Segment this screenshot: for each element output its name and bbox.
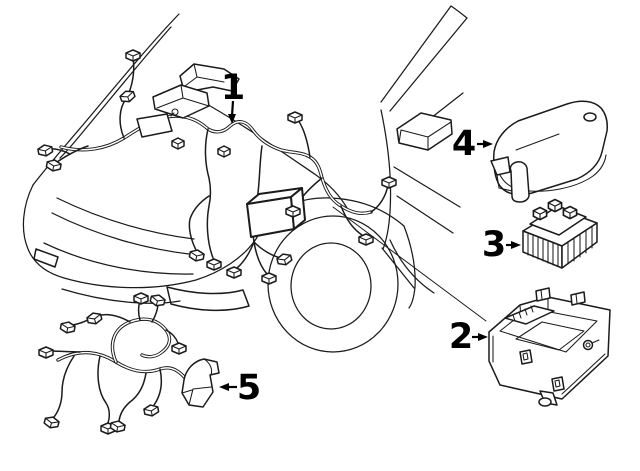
body-aft-wheel (403, 225, 416, 309)
harness-bracket-part5 (181, 358, 220, 408)
connector-icon (125, 49, 141, 62)
callout-4-arrowhead (483, 140, 493, 148)
callout-2[interactable]: 2 (449, 317, 488, 357)
connector-icon (261, 272, 277, 285)
grille-slat-upper (56, 197, 195, 240)
connector-icon (275, 251, 294, 268)
fog-lamp-notch (33, 248, 59, 268)
connector-icon (358, 233, 374, 246)
door-bottom (389, 239, 435, 294)
windshield-edge-1 (380, 5, 452, 103)
door-crease-2 (396, 195, 454, 234)
callout-2-label[interactable]: 2 (449, 317, 473, 357)
callout-1[interactable]: 1 (221, 68, 245, 124)
connector-icon (42, 414, 61, 431)
bumper-outline (22, 184, 264, 289)
callout-3-arrowhead (511, 241, 521, 249)
sub-harness-drawing (38, 292, 220, 435)
connector-icon (133, 292, 149, 305)
bumper-crease (43, 242, 194, 275)
hood-crease (59, 26, 172, 159)
fuse-box-cover-drawing (490, 100, 608, 203)
relay-cube-icon (547, 198, 563, 213)
front-tire (267, 215, 399, 353)
mount-tab (570, 291, 586, 306)
callout-5-label[interactable]: 5 (237, 368, 261, 408)
connector-icon (142, 403, 160, 418)
callout-1-label[interactable]: 1 (221, 68, 245, 108)
bolt-stud (582, 339, 594, 351)
connector-icon (381, 176, 397, 189)
relay-cube-icon (562, 205, 578, 220)
callout-2-arrowhead (478, 333, 488, 341)
bumper-lip (61, 288, 181, 304)
cover-clip (509, 161, 530, 203)
harness-bracket-c (136, 113, 173, 138)
callout-4-label[interactable]: 4 (452, 124, 476, 164)
side-clip (519, 349, 533, 365)
connector-icon (287, 111, 303, 124)
mount-tab (535, 287, 551, 302)
connector-icon (188, 248, 206, 263)
connector-icon (206, 258, 222, 271)
connector-icon (36, 143, 54, 158)
door-crease-1 (393, 166, 461, 208)
cowl-line (430, 92, 464, 119)
leader-line-part2 (332, 206, 487, 322)
battery-box (246, 187, 306, 238)
connector-icon (285, 205, 301, 218)
callout-5[interactable]: 5 (219, 368, 261, 408)
connector-icon (171, 342, 187, 355)
callout-3[interactable]: 3 (482, 225, 521, 265)
relay-cube-icon (532, 206, 548, 221)
callout-5-arrowhead (219, 383, 229, 391)
windshield-edge-2 (389, 17, 468, 112)
main-harness-drawing (36, 49, 397, 285)
connector-icon (59, 320, 77, 335)
side-clip (551, 376, 565, 392)
relay-block-drawing (522, 198, 598, 269)
grille-slat-lower (51, 212, 190, 255)
callout-3-label[interactable]: 3 (482, 225, 506, 265)
connector-icon (148, 292, 167, 309)
roof-join (450, 5, 468, 19)
connector-icon (226, 266, 242, 279)
relay-cube-icon (171, 137, 185, 150)
door-pillar (380, 109, 392, 250)
fuse-box-body-drawing (488, 287, 611, 407)
connector-icon (85, 310, 104, 327)
lower-intake (166, 286, 250, 312)
callout-1-arrow (230, 100, 235, 117)
car-outline-drawing (22, 5, 468, 353)
side-mirror-detail (398, 121, 452, 151)
callout-1-arrowhead (228, 114, 236, 124)
door-crease-3 (381, 247, 415, 289)
connector-icon (38, 346, 54, 359)
callout-4[interactable]: 4 (452, 124, 493, 164)
cover-latch (490, 156, 511, 176)
connector-icon (118, 88, 137, 105)
front-wheel-rim (290, 242, 372, 330)
relay-cube-icon (217, 145, 231, 158)
fender-line (195, 97, 348, 209)
